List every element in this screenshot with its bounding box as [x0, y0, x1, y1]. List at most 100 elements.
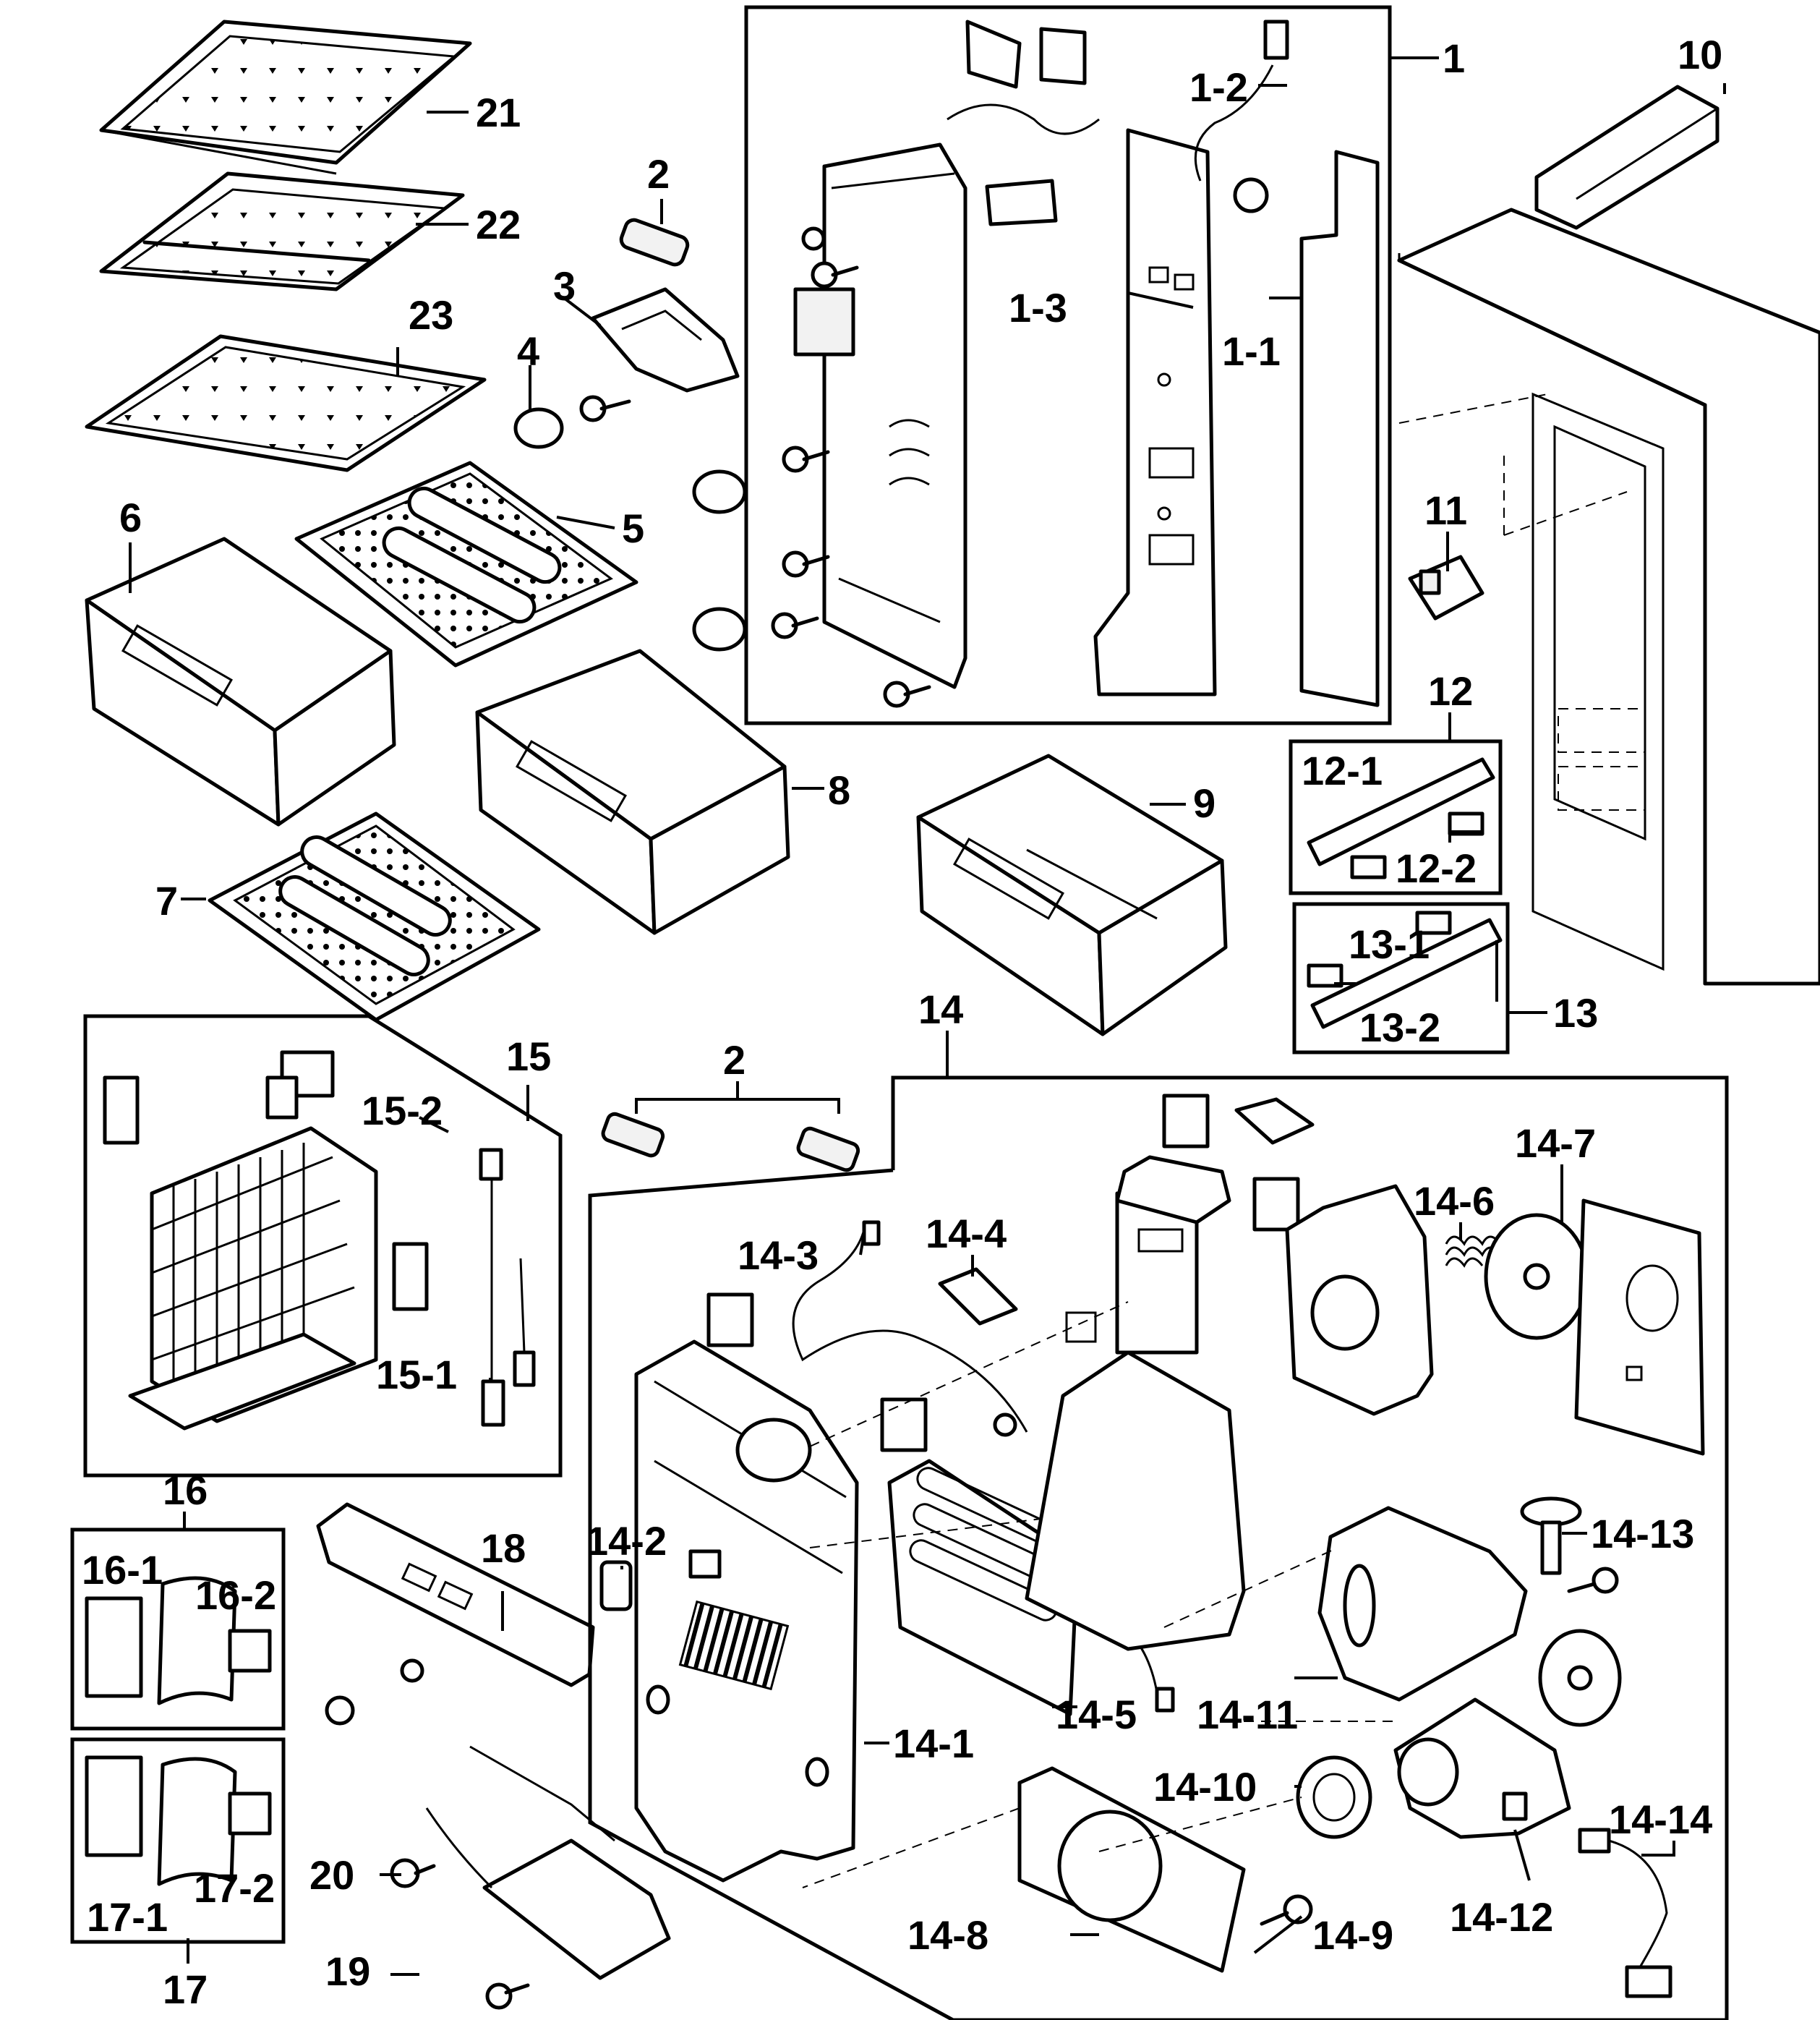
label-17-2: 17-2: [194, 1865, 275, 1911]
label-19: 19: [325, 1948, 370, 1994]
housing-14-1: [634, 1339, 859, 1883]
screw: [771, 226, 931, 708]
fan-housing: [1285, 1184, 1434, 1416]
label-10: 10: [1678, 32, 1722, 77]
filter-17-1: [85, 1755, 143, 1857]
gear-14-10: [1296, 1755, 1372, 1839]
label-5: 5: [622, 506, 644, 551]
label-15: 15: [506, 1034, 551, 1079]
label-14-1: 14-1: [893, 1721, 974, 1766]
guide-13-2: [1310, 918, 1503, 1029]
label-14-12: 14-12: [1450, 1894, 1553, 1940]
guide-12-1: [1307, 757, 1495, 866]
label-2-top: 2: [647, 151, 670, 197]
leader-lines: [129, 56, 1726, 1976]
label-1-3: 1-3: [1009, 285, 1067, 331]
switch-14-2: [599, 1560, 633, 1611]
cap: [692, 469, 747, 514]
label-14-13: 14-13: [1591, 1511, 1694, 1556]
shelf-23: [85, 334, 487, 472]
label-17: 17: [163, 1966, 208, 2012]
refrigerator-cabinet: [1397, 208, 1820, 986]
fan-14-7: [1484, 1213, 1589, 1340]
label-21: 21: [476, 90, 521, 135]
motor-cover-14-11: [1317, 1506, 1528, 1702]
label-14-2: 14-2: [586, 1518, 667, 1564]
part-group-16: [70, 1527, 286, 1731]
harness-15-1: [479, 1148, 536, 1427]
label-16-1: 16-1: [82, 1547, 163, 1593]
part-group-14: [588, 1075, 1729, 2020]
part-group-17: [70, 1737, 286, 1944]
label-13: 13: [1553, 990, 1598, 1036]
plate-14-8: [1017, 1766, 1246, 1973]
label-14-10: 14-10: [1153, 1764, 1257, 1810]
evaporator: [128, 1126, 378, 1431]
cap-4: [513, 395, 631, 449]
cover-1-3: [1093, 128, 1217, 696]
label-9: 9: [1193, 780, 1216, 826]
label-12-1: 12-1: [1302, 748, 1383, 793]
clip-11: [1408, 555, 1484, 621]
chute-19: [425, 1745, 671, 2010]
label-1: 1: [1443, 35, 1465, 81]
label-6: 6: [119, 495, 142, 540]
label-4: 4: [517, 328, 539, 374]
screw-14-13: [1520, 1496, 1582, 1575]
label-13-2: 13-2: [1359, 1005, 1440, 1050]
ice-chute: [1025, 1155, 1246, 1651]
label-23: 23: [409, 292, 453, 338]
handle-3: [591, 287, 740, 393]
part-group-1: [692, 5, 1392, 725]
part-group-15: [83, 1014, 563, 1478]
dispenser-cover-18: [316, 1502, 595, 1726]
label-7: 7: [155, 878, 178, 924]
label-14-5: 14-5: [1056, 1692, 1137, 1737]
label-14-4: 14-4: [926, 1211, 1007, 1256]
drawer-9: [916, 754, 1228, 1036]
part-group-12: [1289, 739, 1503, 895]
label-13-1: 13-1: [1349, 921, 1430, 967]
pad-14-4: [938, 1267, 1018, 1326]
shelf-21: [99, 20, 472, 175]
label-2-bottom: 2: [723, 1037, 745, 1083]
label-16: 16: [163, 1467, 208, 1513]
lamp-bulb: [619, 218, 690, 267]
part-labels: 1 1-2 1-3 1-1 2 3 4 21 22 23 5 6 7 8 9 1…: [82, 32, 1722, 2012]
label-14-14: 14-14: [1609, 1797, 1712, 1842]
label-20: 20: [309, 1852, 354, 1898]
label-16-2: 16-2: [195, 1572, 276, 1618]
shelf-22: [99, 171, 465, 291]
label-1-1: 1-1: [1222, 328, 1281, 374]
label-14-8: 14-8: [907, 1912, 988, 1958]
lamp-bulb: [601, 1112, 665, 1158]
label-11: 11: [1424, 487, 1467, 533]
label-14: 14: [918, 986, 963, 1032]
label-17-1: 17-1: [87, 1894, 168, 1940]
label-12: 12: [1428, 668, 1473, 714]
label-14-9: 14-9: [1312, 1912, 1393, 1958]
label-1-2: 1-2: [1189, 64, 1248, 110]
label-12-2: 12-2: [1396, 845, 1477, 891]
dispenser-cover-frame: [822, 142, 967, 689]
label-14-6: 14-6: [1414, 1178, 1495, 1224]
cap: [692, 607, 747, 652]
door-bin-10: [1534, 85, 1719, 230]
motor-14-12: [1393, 1697, 1571, 1839]
label-14-3: 14-3: [738, 1232, 819, 1278]
filter-16-1: [85, 1596, 143, 1698]
fuse-15-2: [265, 1050, 335, 1120]
label-14-7: 14-7: [1515, 1120, 1596, 1166]
label-22: 22: [476, 202, 521, 247]
drawer-8: [475, 649, 790, 935]
crisper-cover-7: [208, 811, 541, 1022]
label-18: 18: [481, 1525, 526, 1571]
label-15-1: 15-1: [376, 1352, 457, 1397]
label-15-2: 15-2: [362, 1088, 443, 1133]
label-3: 3: [553, 263, 576, 309]
crisper-cover-5: [294, 461, 638, 668]
wire-14-3: [792, 1229, 1028, 1433]
harness-14-14: [1578, 1828, 1672, 1998]
label-14-11: 14-11: [1197, 1692, 1298, 1737]
